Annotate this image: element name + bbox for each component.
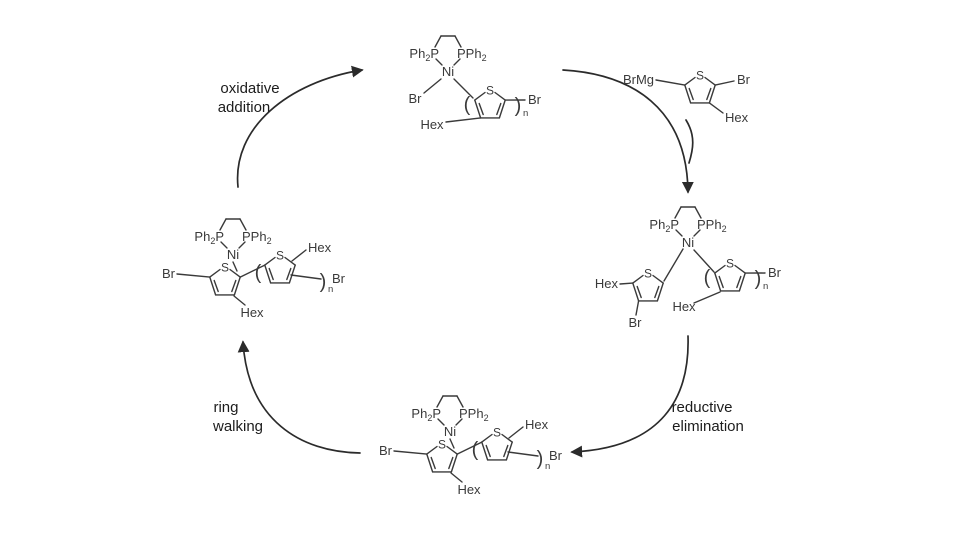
label-ring-walking-line1: ring <box>213 399 238 416</box>
bromine-atom-label: Br <box>768 265 782 280</box>
label-oxidative-addition-line1: oxidative <box>220 80 279 97</box>
arrow-transmetalation <box>562 69 694 194</box>
structure-ni-polymer-bromide: Br ( ) n Br Hex <box>408 35 542 132</box>
hexyl-group-label: Hex <box>725 110 749 125</box>
open-paren: ( <box>704 267 711 289</box>
repeat-subscript: n <box>523 108 528 119</box>
bond <box>445 117 482 123</box>
bromine-atom-label: Br <box>528 92 542 107</box>
bromine-atom-label: Br <box>409 91 423 106</box>
ni-ring-bond <box>453 78 474 99</box>
arrow-ring-walking <box>237 340 361 454</box>
repeat-subscript: n <box>763 281 768 292</box>
structure-ni-bis-thienyl: Hex Br ( ) n Br Hex <box>595 206 782 330</box>
ni-ring-bond <box>663 248 684 282</box>
label-reductive-elimination-line1: reductive <box>672 399 733 416</box>
dppe-nickel-fragment <box>408 35 488 80</box>
bond <box>655 79 686 86</box>
bromine-atom-label: Br <box>737 72 751 87</box>
hexyl-group-label: Hex <box>672 299 696 314</box>
label-oxidative-addition-line2: addition <box>218 99 271 116</box>
grignard-group-label: BrMg <box>623 72 654 87</box>
thiophene-ring <box>632 265 664 302</box>
hexyl-group-label: Hex <box>595 276 619 291</box>
close-paren: ) <box>515 95 522 117</box>
bromine-atom-label: Br <box>629 315 643 330</box>
bond <box>693 291 721 304</box>
structure-ni-pi-complex-left <box>162 219 346 320</box>
monomer-entry-curve <box>685 119 694 164</box>
bond <box>714 80 735 86</box>
label-ring-walking-line2: walking <box>212 418 263 435</box>
arrow-oxidative-addition <box>236 65 364 188</box>
open-paren: ( <box>464 94 471 116</box>
structure-ni-pi-complex-bottom <box>379 396 563 497</box>
thiophene-ring <box>474 82 506 119</box>
bond <box>635 300 640 316</box>
thiophene-ring <box>684 67 716 104</box>
thiophene-ring <box>714 255 746 292</box>
label-reductive-elimination-line2: elimination <box>672 418 744 435</box>
dppe-nickel-fragment <box>648 206 728 251</box>
hexyl-group-label: Hex <box>420 117 444 132</box>
bond <box>619 282 634 285</box>
arrow-reductive-elimination <box>570 335 689 458</box>
bond <box>708 102 724 114</box>
ni-ring-bond <box>693 249 715 273</box>
ni-br-bond <box>423 78 442 94</box>
close-paren: ) <box>755 268 762 290</box>
structure-grignard-monomer: BrMg Br Hex <box>623 67 751 125</box>
